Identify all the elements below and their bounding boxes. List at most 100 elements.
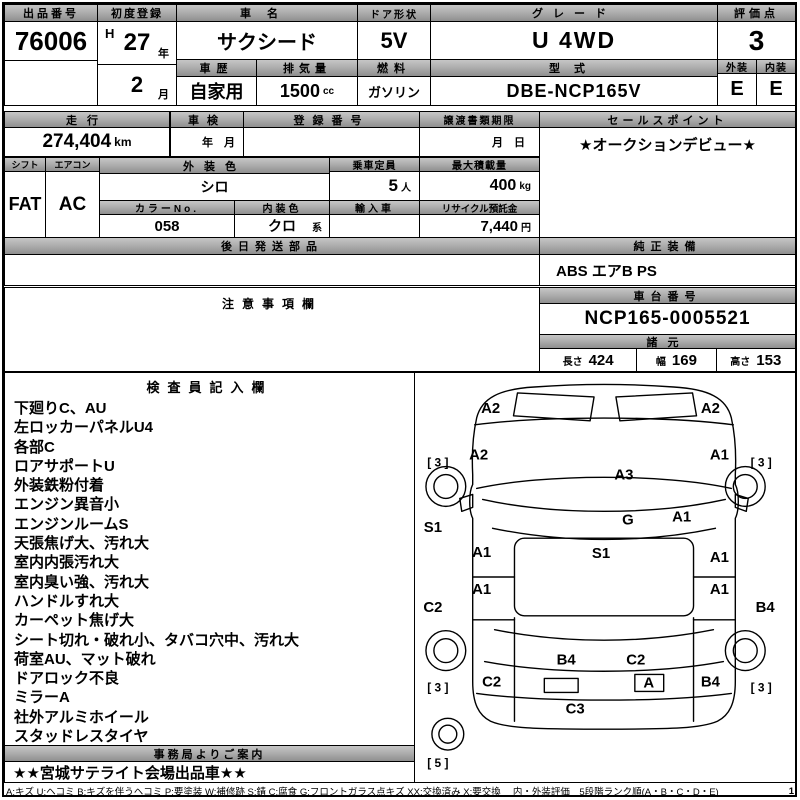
recycle-deposit-value-cell: 7,440 円 (419, 214, 540, 238)
car-name-header: 車名 (176, 4, 358, 22)
fuel-header: 燃料 (357, 59, 431, 77)
damage-mark: [ 5 ] (427, 756, 448, 770)
score-value: 3 (717, 21, 796, 60)
damage-mark: A2 (481, 400, 500, 417)
damage-mark: C2 (423, 599, 442, 616)
sales-point-header: セールスポイント (539, 111, 796, 128)
shipping-parts-value (4, 254, 540, 286)
displacement-value: 1500 (279, 80, 320, 101)
legend-page-number: 1 (788, 785, 794, 797)
first-registration-year-unit: 年 (158, 48, 169, 60)
damage-mark: [ 3 ] (427, 680, 448, 694)
door-shape-header: ドア形状 (357, 4, 431, 22)
inspection-line: 荷室AU、マット破れ (14, 650, 156, 668)
transfer-deadline-value: 月 日 (419, 127, 540, 157)
car-outline (425, 383, 766, 751)
color-no-header: カラーNo. (99, 200, 235, 215)
inspection-expiry-header: 車検 (170, 111, 244, 128)
grade-value: U 4WD (430, 21, 718, 60)
fuel-value: ガソリン (357, 76, 431, 106)
lot-number-value: 76006 (4, 21, 98, 61)
displacement-unit: cc (322, 85, 335, 97)
damage-mark: A1 (710, 549, 729, 566)
exterior-color-header: 外装色 (99, 157, 330, 174)
dimension-width: 幅 169 (636, 349, 715, 371)
recycle-deposit-value: 7,440 (480, 217, 518, 235)
first-registration-year: 27 (123, 29, 151, 56)
inspection-line: エンジンルームS (14, 515, 129, 533)
interior-color-value-cell: クロ 系 (234, 214, 330, 238)
front-right-wheel (724, 465, 766, 508)
max-load-value: 400 (489, 177, 517, 194)
inspection-line: ドアロック不良 (14, 670, 120, 688)
interior-color-value: クロ (268, 218, 296, 234)
inspection-line: シート切れ・破れ小、タバコ穴中、汚れ大 (14, 631, 300, 649)
first-registration-month-unit: 月 (158, 89, 169, 101)
model-code-value: DBE-NCP165V (430, 76, 718, 106)
damage-mark: A1 (472, 581, 491, 598)
recycle-deposit-header: リサイクル預託金 (419, 200, 540, 215)
inspection-line: ミラーA (14, 689, 70, 707)
capacity-value: 5 (388, 176, 398, 195)
history-header: 車歴 (176, 59, 257, 77)
inspection-line: 室内内張汚れ大 (14, 554, 120, 572)
damage-mark: B4 (756, 599, 776, 616)
inspection-line: カーペット焦げ大 (14, 612, 135, 630)
max-load-header: 最大積載量 (419, 157, 540, 172)
damage-mark: B4 (701, 673, 721, 690)
inspection-line: 社外アルミホイール (14, 708, 149, 726)
registration-number-value (243, 127, 420, 157)
shift-header: シフト (4, 157, 46, 172)
length-value: 424 (588, 351, 614, 369)
damage-mark: C3 (566, 700, 585, 717)
registration-number-header: 登録番号 (243, 111, 420, 128)
max-load-unit: kg (519, 180, 531, 192)
car-name-value: サクシード (176, 21, 358, 60)
damage-mark: [ 3 ] (427, 456, 448, 470)
transfer-deadline-header: 譲渡書類期限 (419, 111, 540, 128)
inspection-line: 下廻りC、AU (14, 400, 107, 417)
import-header: 輸入車 (329, 200, 420, 215)
chassis-number-header: 車台番号 (539, 287, 796, 304)
capacity-header: 乗車定員 (329, 157, 420, 172)
first-registration-month-cell: 2 月 (97, 64, 177, 106)
color-no-value: 058 (99, 214, 235, 238)
first-registration-month: 2 (130, 72, 144, 97)
inspection-line: 室内臭い強、汚れ大 (14, 573, 150, 591)
spare-wheel (431, 717, 465, 751)
chassis-number-value: NCP165-0005521 (539, 303, 796, 335)
inspection-line: 各部C (14, 438, 55, 456)
damage-mark: C2 (626, 652, 645, 669)
displacement-value-cell: 1500 cc (256, 76, 358, 106)
mileage-header: 走行 (4, 111, 170, 128)
first-registration-era: H (105, 26, 115, 41)
lot-number-empty-cell (4, 60, 98, 106)
capacity-value-cell: 5 人 (329, 171, 420, 201)
damage-mark: A1 (710, 447, 729, 464)
recycle-deposit-unit: 円 (521, 222, 531, 234)
office-info-header: 事務局よりご案内 (4, 745, 415, 762)
width-value: 169 (671, 351, 697, 369)
dimensions-value-row: 長さ 424 幅 169 高さ 153 (539, 348, 796, 372)
shift-value: FAT (4, 171, 46, 238)
damage-mark: A1 (672, 508, 691, 525)
equipment-header: 純正装備 (539, 237, 796, 255)
dimension-length: 長さ 424 (540, 349, 636, 371)
inspection-line: 外装鉄粉付着 (14, 477, 105, 495)
mileage-value: 274,404 (42, 131, 112, 152)
exterior-grade-header: 外装 (717, 59, 757, 74)
model-code-header: 型式 (430, 59, 718, 77)
length-label: 長さ (562, 356, 583, 368)
inspection-line: エンジン異音小 (14, 496, 120, 514)
inspection-line: 天張焦げ大、汚れ大 (14, 535, 150, 553)
inspection-line: ロアサポートU (14, 457, 115, 475)
front-left-wheel (425, 465, 467, 508)
door-shape-value: 5V (357, 21, 431, 60)
damage-mark: C2 (482, 673, 501, 690)
first-registration-header: 初度登録 (97, 4, 177, 22)
